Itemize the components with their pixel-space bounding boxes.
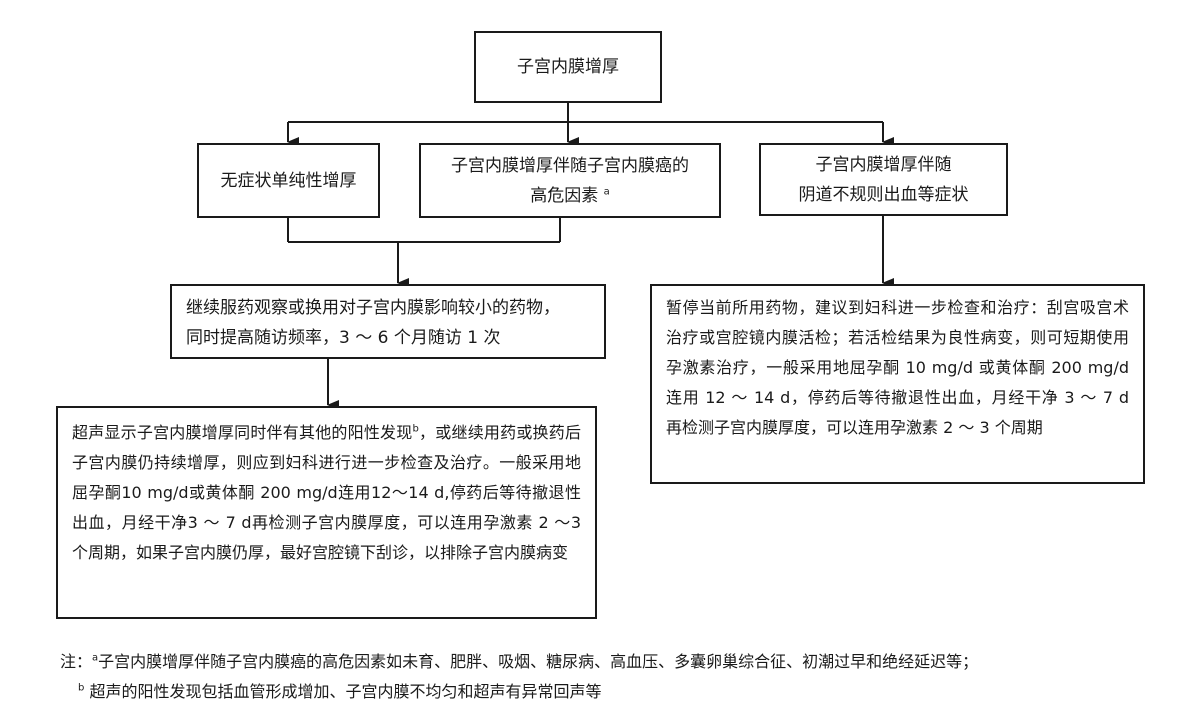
- branch-bleeding: 子宫内膜增厚伴随 阴道不规则出血等症状: [759, 143, 1008, 216]
- continue-line2: 同时提高随访频率，3 ～ 6 个月随访 1 次: [186, 328, 501, 348]
- branch-high-risk: 子宫内膜增厚伴随子宫内膜癌的 高危因素 a: [419, 143, 721, 218]
- branch-asymptomatic: 无症状单纯性增厚: [197, 143, 380, 218]
- followup-text-a: 超声显示子宫内膜增厚同时伴有其他的阳性发现: [72, 423, 413, 442]
- followup-box: 超声显示子宫内膜增厚同时伴有其他的阳性发现b，或继续用药或换药后子宫内膜仍持续增…: [56, 406, 597, 619]
- note-a-mark: a: [92, 652, 99, 664]
- branch-high-risk-line1: 子宫内膜增厚伴随子宫内膜癌的: [451, 155, 689, 176]
- footnote-b-marker: b: [412, 423, 419, 435]
- stop-text: 暂停当前所用药物，建议到妇科进一步检查和治疗：刮宫吸宫术治疗或宫腔镜内膜活检；若…: [666, 298, 1129, 437]
- root-label: 子宫内膜增厚: [517, 57, 619, 77]
- note-b: b 超声的阳性发现包括血管形成增加、子宫内膜不均匀和超声有异常回声等: [78, 680, 601, 704]
- branch-bleeding-line2: 阴道不规则出血等症状: [798, 184, 969, 205]
- branch-asymptomatic-label: 无症状单纯性增厚: [220, 170, 357, 191]
- note-a-text: 子宫内膜增厚伴随子宫内膜癌的高危因素如未育、肥胖、吸烟、糖尿病、高血压、多囊卵巢…: [98, 652, 979, 671]
- continue-line1: 继续服药观察或换用对子宫内膜影响较小的药物，: [186, 298, 560, 318]
- root-node: 子宫内膜增厚: [474, 31, 662, 103]
- note-b-mark: b: [78, 682, 85, 694]
- note-a: 注：a子宫内膜增厚伴随子宫内膜癌的高危因素如未育、肥胖、吸烟、糖尿病、高血压、多…: [60, 650, 978, 674]
- branch-bleeding-line1: 子宫内膜增厚伴随: [815, 154, 952, 175]
- branch-high-risk-line2: 高危因素: [530, 185, 599, 206]
- stop-medication-box: 暂停当前所用药物，建议到妇科进一步检查和治疗：刮宫吸宫术治疗或宫腔镜内膜活检；若…: [650, 284, 1145, 484]
- followup-text-b: ，或继续用药或换药后子宫内膜仍持续增厚，则应到妇科进行进一步检查及治疗。一般采用…: [72, 423, 581, 562]
- note-b-text: 超声的阳性发现包括血管形成增加、子宫内膜不均匀和超声有异常回声等: [89, 682, 602, 701]
- note-prefix: 注：: [60, 652, 93, 671]
- footnote-a-marker: a: [603, 185, 610, 197]
- continue-medication-box: 继续服药观察或换用对子宫内膜影响较小的药物， 同时提高随访频率，3 ～ 6 个月…: [170, 284, 606, 359]
